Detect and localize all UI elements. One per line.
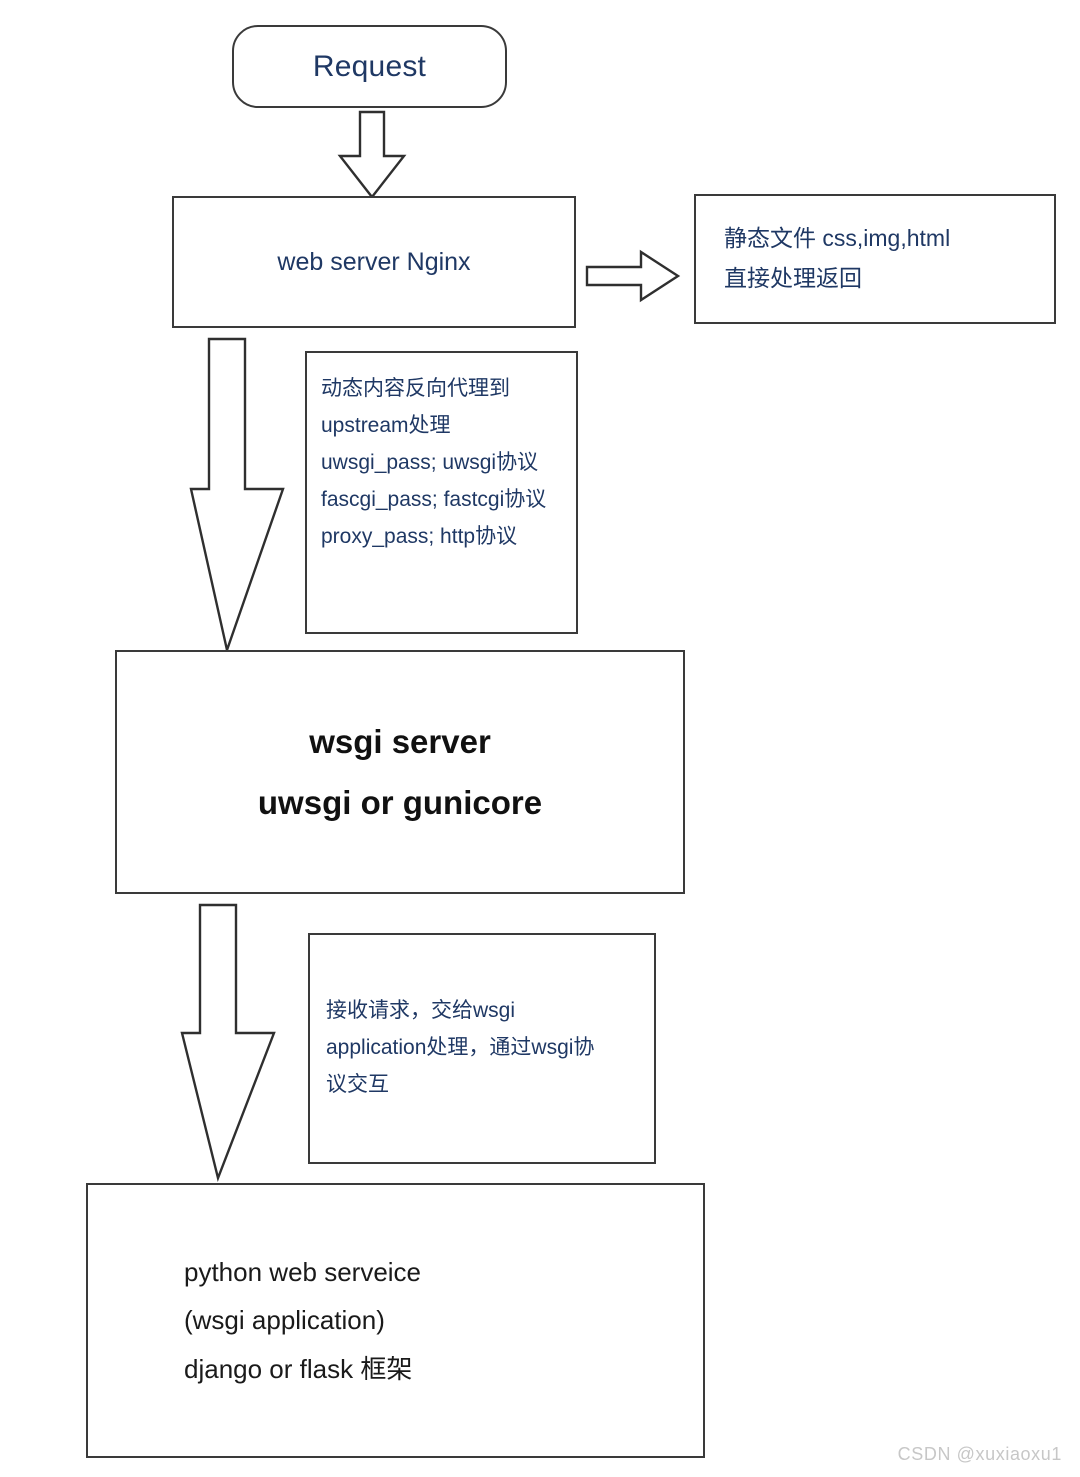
node-web-server-nginx[interactable]: web server Nginx	[172, 196, 576, 328]
watermark-label: CSDN @xuxiaoxu1	[897, 1444, 1062, 1464]
app-line-1: python web serveice	[184, 1257, 422, 1288]
arrow-nginx-to-static	[585, 249, 681, 303]
proxy-note-line-4: fascgi_pass; fastcgi协议	[321, 487, 547, 511]
wsgi-note-line-2: application处理，通过wsgi协	[326, 1036, 595, 1060]
wsgi-server-line-2: uwsgi or gunicore	[257, 784, 543, 821]
note-dynamic-proxy[interactable]: 动态内容反向代理到 upstream处理 uwsgi_pass; uwsgi协议…	[305, 351, 578, 634]
app-line-2: (wsgi application)	[184, 1305, 385, 1336]
proxy-note-line-1: 动态内容反向代理到	[321, 377, 510, 400]
node-wsgi-server[interactable]: wsgi server uwsgi or gunicore	[115, 650, 685, 894]
node-python-web-service[interactable]: python web serveice (wsgi application) d…	[86, 1183, 705, 1458]
wsgi-note-line-3: 议交互	[326, 1072, 389, 1096]
proxy-note-line-5: proxy_pass; http协议	[321, 524, 518, 548]
wsgi-server-line-1: wsgi server	[309, 722, 491, 760]
note-wsgi-interaction[interactable]: 接收请求，交给wsgi application处理，通过wsgi协 议交互	[308, 933, 656, 1164]
proxy-note-line-3: uwsgi_pass; uwsgi协议	[321, 450, 539, 474]
arrow-wsgi-server-to-app	[180, 903, 276, 1182]
app-line-3: django or flask 框架	[184, 1353, 413, 1384]
node-static-files[interactable]: 静态文件 css,img,html 直接处理返回	[694, 194, 1056, 324]
wsgi-note-line-1: 接收请求，交给wsgi	[326, 999, 516, 1023]
static-files-line-1: 静态文件 css,img,html	[724, 225, 951, 252]
node-request[interactable]: Request	[232, 25, 507, 108]
static-files-line-2: 直接处理返回	[724, 265, 862, 291]
arrow-nginx-to-wsgi-server	[189, 337, 285, 655]
arrow-request-to-nginx	[337, 110, 407, 199]
node-nginx-label: web server Nginx	[277, 247, 471, 276]
proxy-note-line-2: upstream处理	[321, 413, 451, 437]
node-request-label: Request	[312, 49, 427, 83]
